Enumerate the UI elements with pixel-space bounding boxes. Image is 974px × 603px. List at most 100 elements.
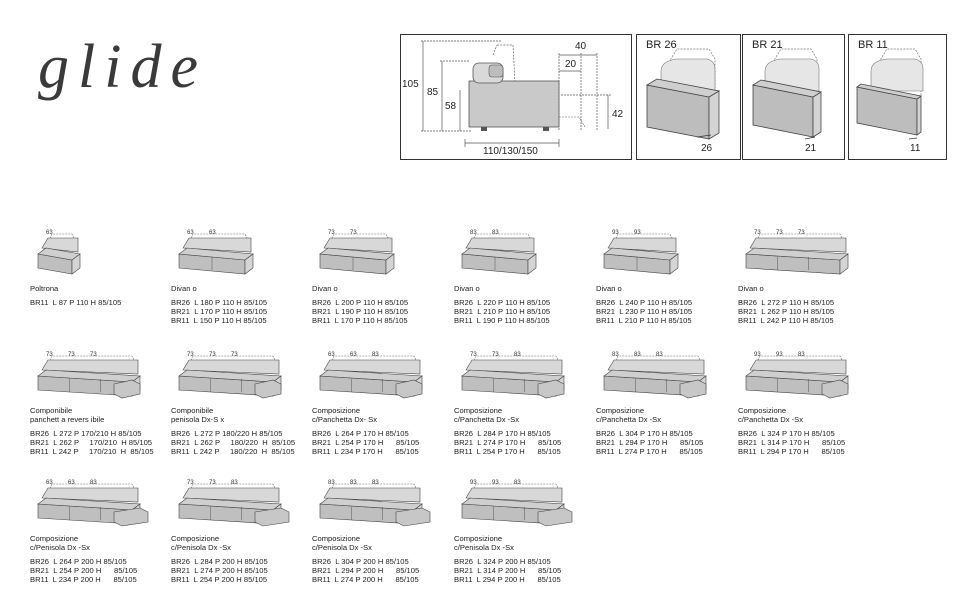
spec-line: BR21 L 262 P 110 H 85/105 [738, 307, 835, 317]
sofa-drawing [319, 355, 423, 399]
side-elevation-drawing: 40 20 105 85 58 42 110/130/150 [400, 34, 632, 160]
dim-height-105: 105 [402, 79, 419, 90]
item-name: Poltrona [30, 284, 59, 293]
seat-width-label: 83 [612, 352, 619, 358]
item-name: Composizione c/Panchetta Dx -Sx [738, 406, 803, 424]
brand-title: glide [38, 33, 207, 101]
spec-line: BR11 L 294 P 200 H 85/105 [454, 575, 561, 585]
seat-width-label: 83 [656, 352, 663, 358]
item-name: Composizione c/Panchetta Dx -Sx [596, 406, 661, 424]
spec-line: BR26 L 264 P 200 H 85/105 [30, 557, 127, 566]
dim-depth-40: 40 [575, 41, 587, 52]
sofa-drawing [603, 355, 707, 399]
spec-line: BR21 L 254 P 170 H 85/105 [312, 438, 420, 448]
armrest-br11-label: BR 11 [858, 39, 888, 51]
seat-width-label: 83 [514, 352, 521, 358]
seat-width-label: 73 [470, 352, 477, 358]
armrest-br21-size: 21 [805, 143, 817, 154]
seat-width-label: 73 [90, 352, 97, 358]
dim-height-58: 58 [445, 101, 457, 112]
seat-width-label: 63 [68, 480, 75, 486]
seat-width-label: 93 [612, 230, 619, 236]
seat-width-label: 83 [798, 352, 805, 358]
armrest-br21-label: BR 21 [752, 39, 783, 51]
seat-width-label: 73 [350, 230, 357, 236]
seat-width-label: 73 [209, 352, 216, 358]
armrest-br26-size: 26 [701, 143, 713, 154]
spec-line: BR11 L 274 P 170 H 85/105 [596, 447, 703, 457]
item-name: Componibile penisola Dx-S x [171, 406, 225, 424]
spec-line: BR21 L 262 P 180/220 H 85/105 [171, 438, 296, 448]
spec-line: BR11 L 242 P 180/220 H 85/105 [171, 447, 295, 457]
armrest-br26-drawing [645, 48, 721, 140]
seat-width-label: 93 [776, 352, 783, 358]
seat-width-label: 63 [209, 230, 216, 236]
seat-width-label: 83 [470, 230, 477, 236]
spec-line: BR26 L 272 P 170/210 H 85/105 [30, 429, 142, 438]
item-specs: BR11 L 87 P 110 H 85/105 [30, 298, 170, 307]
seat-width-label: 73 [328, 230, 335, 236]
seat-width-label: 83 [231, 480, 238, 486]
item-name: Divan o [312, 284, 338, 293]
seat-width-label: 73 [187, 480, 194, 486]
seat-width-label: 93 [470, 480, 477, 486]
seat-width-label: 83 [514, 480, 521, 486]
seat-width-label: 83 [350, 480, 357, 486]
sofa-drawing [178, 355, 282, 399]
armrest-br21-drawing [751, 48, 823, 140]
spec-line: BR26 L 200 P 110 H 85/105 [312, 298, 409, 307]
sofa-drawing [461, 355, 565, 399]
spec-line: BR11 L 254 P 200 H 85/105 [171, 575, 268, 585]
spec-line: BR11 L 87 P 110 H 85/105 [30, 298, 122, 307]
spec-line: BR11 L 190 P 110 H 85/105 [454, 316, 550, 326]
seat-width-label: 73 [492, 352, 499, 358]
spec-line: BR11 L 242 P 170/210 H 85/105 [30, 447, 154, 457]
armrest-br11: BR 11 11 [848, 34, 947, 160]
seat-width-label: 73 [187, 352, 194, 358]
dim-height-42: 42 [612, 109, 624, 120]
item-name: Divan o [454, 284, 480, 293]
item-name: Composizione c/Penisola Dx -Sx [312, 534, 372, 552]
seat-width-label: 63 [46, 480, 53, 486]
spec-line: BR11 L 170 P 110 H 85/105 [312, 316, 408, 326]
sofa-drawing [37, 233, 81, 275]
armrest-br26-label: BR 26 [646, 39, 677, 51]
armrest-br21: BR 21 21 [742, 34, 845, 160]
spec-line: BR21 L 314 P 170 H 85/105 [738, 438, 846, 448]
sofa-drawing [461, 483, 573, 527]
seat-width-label: 83 [634, 352, 641, 358]
seat-width-label: 83 [492, 230, 499, 236]
spec-line: BR26 L 284 P 200 H 85/105 [171, 557, 268, 566]
item-name: Composizione c/Panchetta Dx -Sx [454, 406, 519, 424]
dim-width: 110/130/150 [483, 146, 538, 157]
sofa-drawing [745, 355, 849, 399]
spec-line: BR11 L 150 P 110 H 85/105 [171, 316, 267, 326]
seat-width-label: 73 [46, 352, 53, 358]
seat-width-label: 83 [372, 480, 379, 486]
spec-line: BR26 L 284 P 170 H 85/105 [454, 429, 551, 438]
seat-width-label: 73 [798, 230, 805, 236]
item-name: Composizione c/Penisola Dx -Sx [30, 534, 90, 552]
spec-line: BR26 L 324 P 200 H 85/105 [454, 557, 551, 566]
spec-line: BR26 L 264 P 170 H 85/105 [312, 429, 409, 438]
spec-line: BR11 L 254 P 170 H 85/105 [454, 447, 561, 457]
seat-width-label: 93 [754, 352, 761, 358]
item-name: Composizione c/Penisola Dx -Sx [171, 534, 231, 552]
